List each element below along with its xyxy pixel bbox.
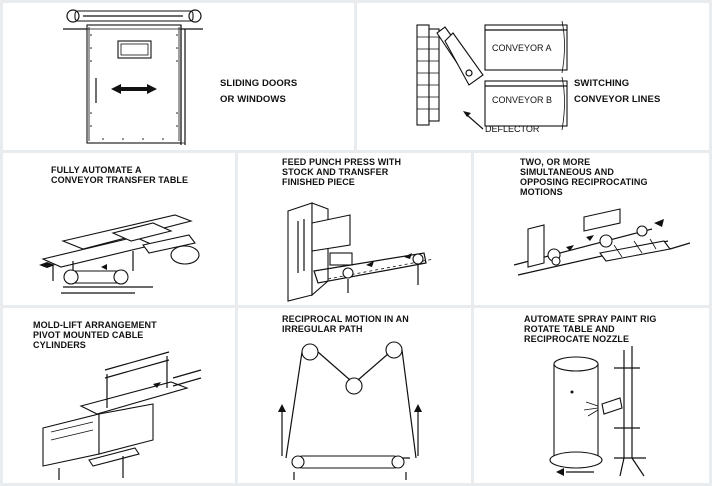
panel-irregular-path: RECIPROCAL MOTION IN AN IRREGULAR PATH — [238, 308, 471, 483]
deflector-label: DEFLECTOR — [485, 124, 540, 134]
reciprocating-illustration — [513, 208, 691, 276]
panel-mold-lift: MOLD-LIFT ARRANGEMENT PIVOT MOUNTED CABL… — [3, 308, 235, 483]
panel-switching-conveyor: CONVEYOR A CONVEYOR B DEFLECTOR SWITCHIN… — [357, 3, 709, 150]
sliding-door-illustration — [63, 9, 203, 145]
caption-sliding-doors: SLIDING DOORS OR WINDOWS — [220, 78, 298, 105]
transfer-table-illustration — [39, 214, 200, 294]
punch-press-illustration — [287, 202, 435, 302]
panel-sliding-doors: SLIDING DOORS OR WINDOWS — [3, 3, 354, 150]
caption-irregular-path: RECIPROCAL MOTION IN AN IRREGULAR PATH — [282, 314, 409, 334]
conveyor-a-label: CONVEYOR A — [492, 43, 552, 53]
panel-reciprocating: TWO, OR MORE SIMULTANEOUS AND OPPOSING R… — [474, 153, 709, 305]
irregular-path-illustration — [278, 341, 422, 480]
panel-punch-press: FEED PUNCH PRESS WITH STOCK AND TRANSFER… — [238, 153, 471, 305]
caption-mold-lift: MOLD-LIFT ARRANGEMENT PIVOT MOUNTED CABL… — [33, 320, 157, 350]
mold-lift-illustration — [42, 351, 202, 480]
caption-switching-conveyor: SWITCHING CONVEYOR LINES — [574, 78, 661, 105]
caption-punch-press: FEED PUNCH PRESS WITH STOCK AND TRANSFER… — [282, 157, 402, 187]
panel-spray-paint: AUTOMATE SPRAY PAINT RIG ROTATE TABLE AN… — [474, 308, 709, 483]
caption-reciprocating: TWO, OR MORE SIMULTANEOUS AND OPPOSING R… — [520, 157, 648, 197]
switching-conveyor-illustration: CONVEYOR A CONVEYOR B DEFLECTOR — [416, 20, 568, 134]
caption-transfer-table: FULLY AUTOMATE A CONVEYOR TRANSFER TABLE — [51, 165, 189, 185]
spray-paint-illustration — [549, 346, 646, 477]
conveyor-b-label: CONVEYOR B — [492, 95, 552, 105]
caption-spray-paint: AUTOMATE SPRAY PAINT RIG ROTATE TABLE AN… — [524, 314, 657, 344]
panel-transfer-table: FULLY AUTOMATE A CONVEYOR TRANSFER TABLE — [3, 153, 235, 305]
